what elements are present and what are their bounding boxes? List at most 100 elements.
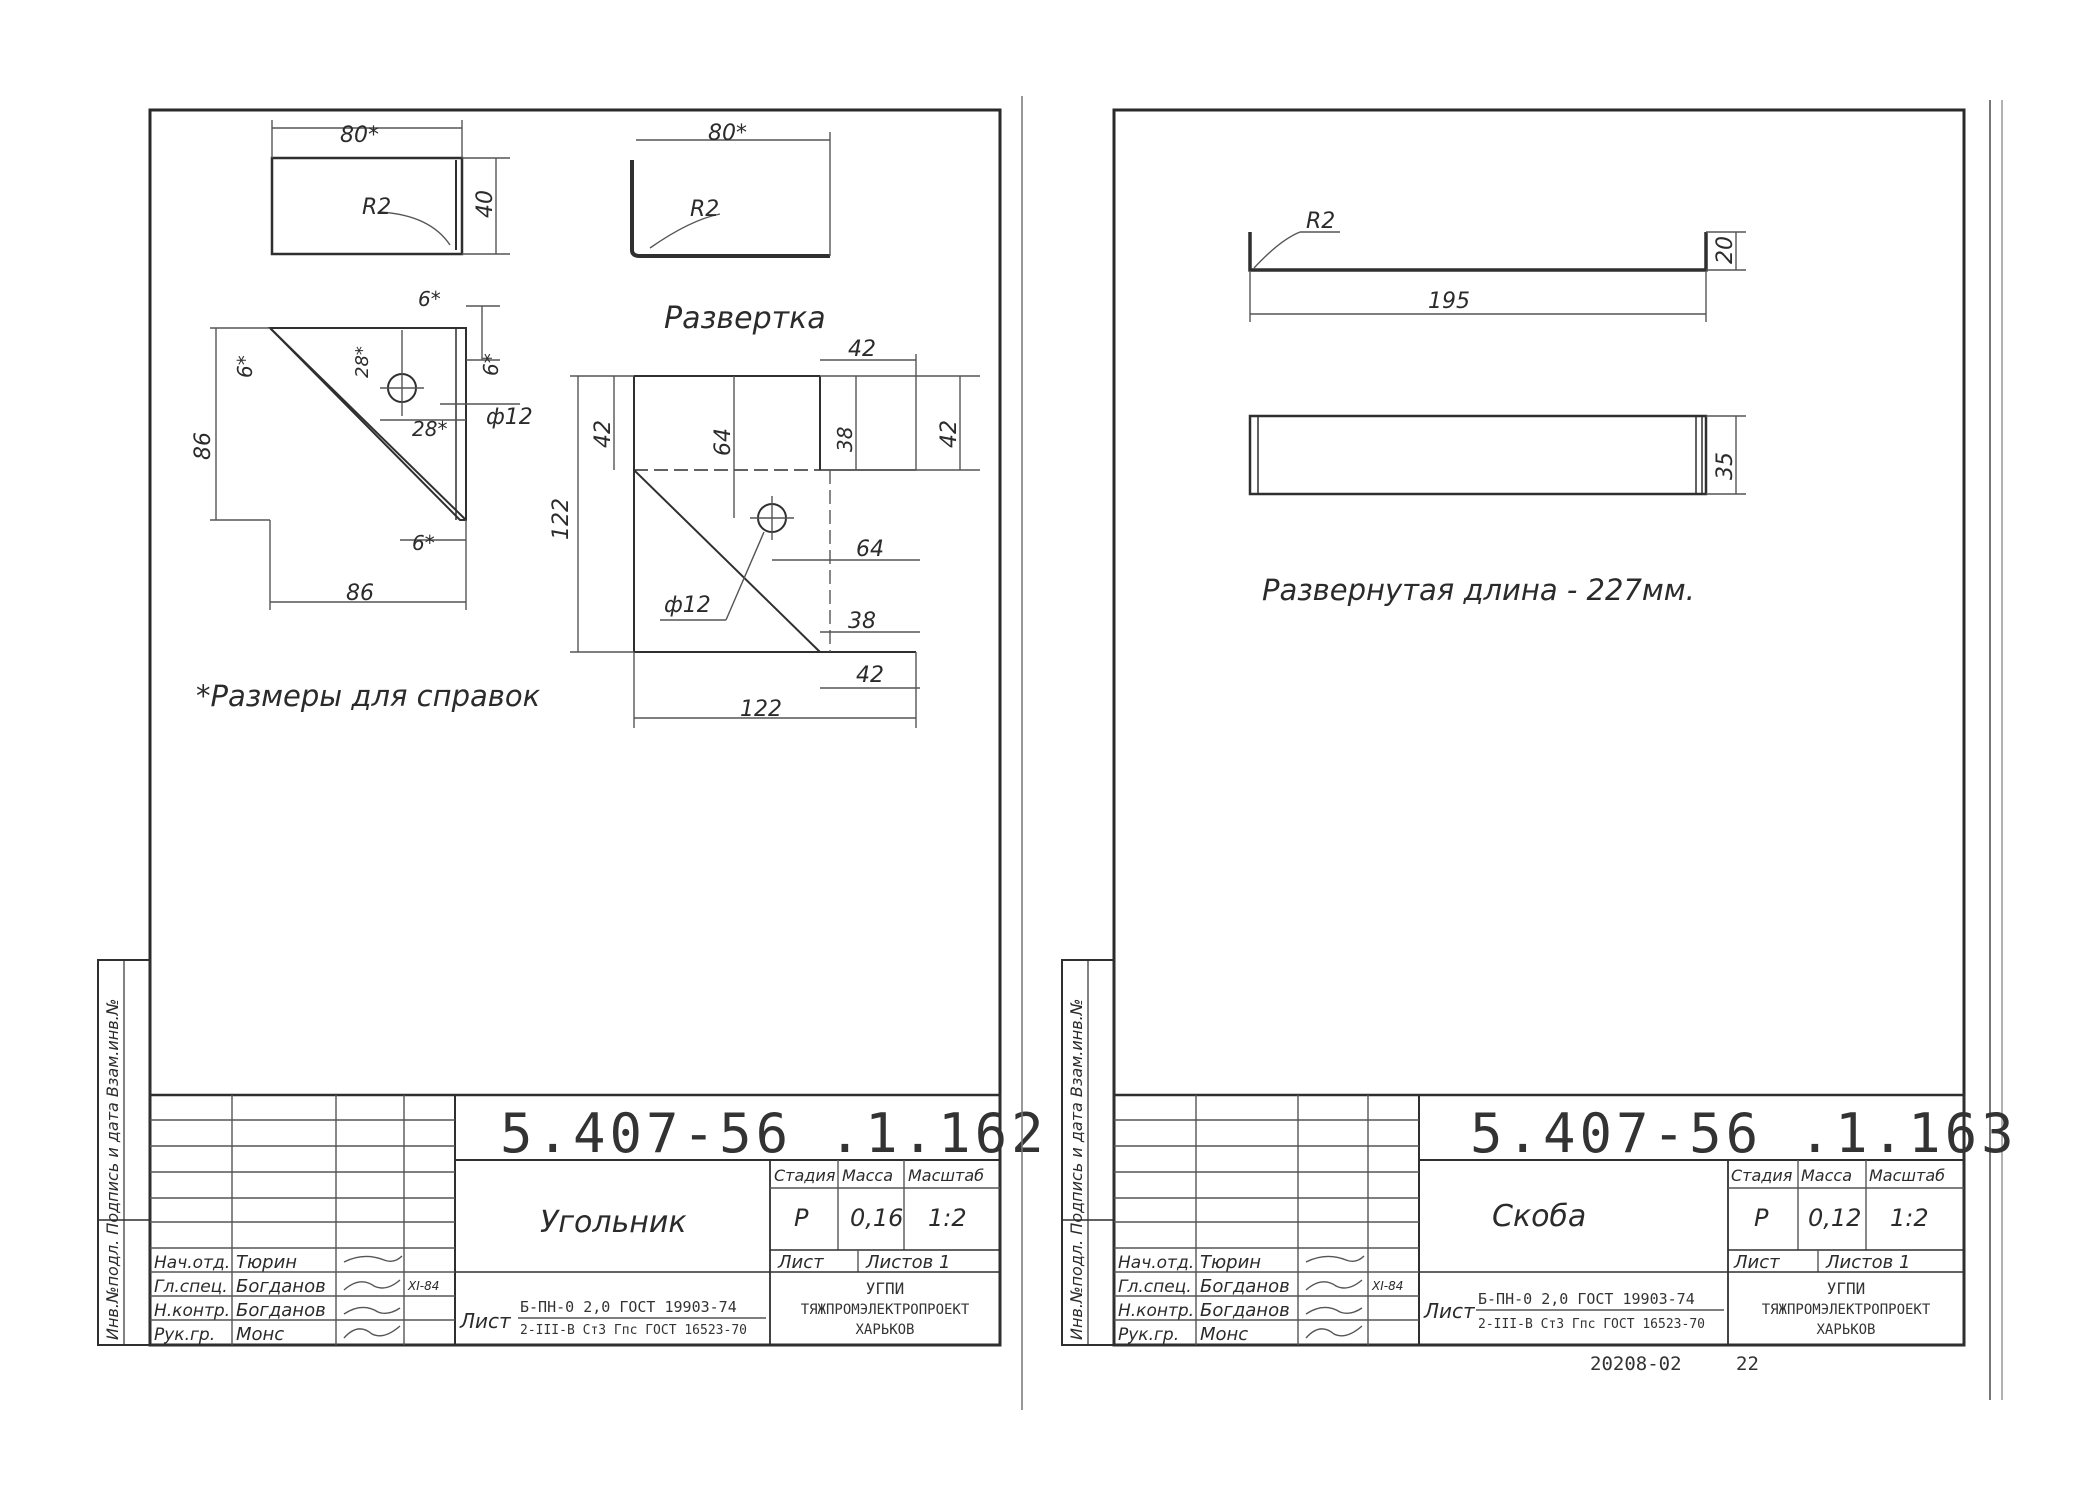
right-sheet-header: Лист	[1733, 1252, 1780, 1273]
left-role-3: Н.контр.	[154, 1301, 230, 1321]
bracket-side-view: R2 195 20	[1248, 209, 1746, 322]
left-sheets-header: Листов 1	[865, 1252, 950, 1273]
right-signature-1	[1305, 1255, 1365, 1263]
left-material-top: Б-ПН-0 2,0 ГОСТ 19903-74	[520, 1298, 737, 1316]
dev-dim-top-42: 42	[848, 337, 876, 362]
dim-gusset-6-bottom: 6*	[412, 531, 435, 555]
dim-gusset-6-left: 6*	[233, 355, 257, 378]
bracket-top-view: 35	[1248, 414, 1746, 496]
left-org-1: УГПИ	[866, 1279, 905, 1298]
dev-dim-38: 38	[833, 427, 857, 452]
right-drawing-sheet: Инв.№подл. Подпись и дата Взам.инв.№ R2 …	[1061, 100, 2018, 1400]
left-scale-header: Масштаб	[908, 1166, 984, 1185]
dev-dim-bottom-42: 42	[856, 663, 884, 688]
left-signature-2	[343, 1279, 401, 1291]
left-side-label: Инв.№подл. Подпись и дата Взам.инв.№	[103, 999, 122, 1340]
left-mass-header: Масса	[842, 1166, 893, 1185]
left-org-2: ТЯЖПРОМЭЛЕКТРОПРОЕКТ	[801, 1302, 970, 1318]
right-date: XI-84	[1371, 1279, 1403, 1293]
right-signature-3	[1305, 1306, 1363, 1315]
right-stage-header: Стадия	[1731, 1166, 1793, 1185]
right-role-3: Н.контр.	[1118, 1301, 1194, 1321]
right-document-code: 5.407-56 .1.163	[1470, 1102, 2018, 1165]
dim-top-width: 80*	[340, 123, 379, 148]
development-title: Развертка	[664, 301, 826, 336]
right-name-3: Богданов	[1200, 1300, 1290, 1321]
right-org-3: ХАРЬКОВ	[1816, 1322, 1875, 1338]
dev-dim-hole: ф12	[664, 593, 711, 618]
left-name-3: Богданов	[236, 1300, 326, 1321]
right-material-bottom: 2-III-В Ст3 Гпс ГОСТ 16523-70	[1478, 1317, 1705, 1332]
dev-dim-right-42: 42	[937, 420, 962, 448]
left-signature-3	[343, 1306, 401, 1315]
right-role-4: Рук.гр.	[1118, 1325, 1179, 1345]
right-org-1: УГПИ	[1827, 1279, 1866, 1298]
right-material-top: Б-ПН-0 2,0 ГОСТ 19903-74	[1478, 1290, 1695, 1308]
left-org-3: ХАРЬКОВ	[855, 1322, 914, 1338]
left-material-bottom: 2-III-В Ст3 Гпс ГОСТ 16523-70	[520, 1323, 747, 1338]
dim-gusset-6-right: 6*	[479, 353, 503, 376]
bracket-height: 20	[1713, 236, 1738, 264]
dev-dim-left-42: 42	[591, 420, 616, 448]
dev-dim-height-122: 122	[549, 498, 574, 540]
dim-gusset-28-vertical: 28*	[352, 346, 373, 378]
left-drawing-sheet: Инв.№подл. Подпись и дата Взам.инв.№ 80*…	[97, 108, 1048, 1347]
dim-top-height: 40	[473, 190, 498, 218]
left-signature-1	[343, 1255, 403, 1263]
dim-gusset-6-top: 6*	[418, 287, 441, 311]
left-role-4: Рук.гр.	[154, 1325, 215, 1345]
left-role-1: Нач.отд.	[154, 1253, 230, 1273]
right-part-name: Скоба	[1492, 1199, 1586, 1234]
archive-number: 20208-02	[1590, 1353, 1682, 1375]
right-mass-header: Масса	[1801, 1166, 1852, 1185]
bracket-width: 35	[1713, 452, 1738, 480]
left-material-label: Лист	[459, 1309, 512, 1333]
left-top-view: 80* 40 R2	[270, 120, 510, 256]
left-gusset-view: 86 86 6* 6* 6* 6* 28* 28* ф12	[191, 287, 533, 610]
development-view: 42 42 64 38 42 122 64 38 42 122 ф12	[549, 337, 980, 728]
dev-dim-right-38: 38	[848, 609, 876, 634]
left-role-2: Гл.спец.	[154, 1277, 228, 1297]
left-name-4: Монс	[236, 1324, 284, 1345]
right-org-2: ТЯЖПРОМЭЛЕКТРОПРОЕКТ	[1762, 1302, 1931, 1318]
left-part-name: Угольник	[540, 1205, 686, 1240]
left-scale-value: 1:2	[928, 1204, 967, 1232]
reference-note: *Размеры для справок	[196, 679, 541, 713]
dim-gusset-width: 86	[346, 581, 374, 606]
right-scale-value: 1:2	[1890, 1204, 1929, 1232]
right-role-1: Нач.отд.	[1118, 1253, 1194, 1273]
right-scale-header: Масштаб	[1869, 1166, 1945, 1185]
dim-side-radius: R2	[690, 197, 719, 222]
right-material-label: Лист	[1423, 1299, 1476, 1323]
left-name-2: Богданов	[236, 1276, 326, 1297]
dim-gusset-hole: ф12	[486, 405, 533, 430]
right-title-block: 5.407-56 .1.163 Скоба Стадия Масса Масшт…	[1112, 1093, 2018, 1347]
right-name-4: Монс	[1200, 1324, 1248, 1345]
left-sheet-header: Лист	[777, 1252, 824, 1273]
left-signature-4	[343, 1325, 401, 1339]
dev-dim-right-64: 64	[856, 537, 884, 562]
right-signature-4	[1305, 1325, 1363, 1339]
developed-length-note: Развернутая длина - 227мм.	[1262, 573, 1695, 607]
bracket-length: 195	[1428, 289, 1470, 314]
dim-gusset-28-horizontal: 28*	[412, 417, 447, 441]
left-mass-value: 0,16	[850, 1204, 903, 1232]
left-stage-header: Стадия	[774, 1166, 836, 1185]
left-side-view: 80* R2	[630, 121, 831, 258]
dev-dim-width-122: 122	[740, 697, 782, 722]
left-title-block: 5.407-56 .1.162 Угольник Стадия Масса Ма…	[148, 1093, 1048, 1347]
dev-dim-64: 64	[711, 428, 736, 456]
right-role-2: Гл.спец.	[1118, 1277, 1192, 1297]
left-name-1: Тюрин	[236, 1252, 297, 1273]
right-name-2: Богданов	[1200, 1276, 1290, 1297]
right-name-1: Тюрин	[1200, 1252, 1261, 1273]
bracket-radius: R2	[1306, 209, 1335, 234]
dim-top-radius: R2	[362, 195, 391, 220]
left-document-code: 5.407-56 .1.162	[500, 1102, 1048, 1165]
right-side-label: Инв.№подл. Подпись и дата Взам.инв.№	[1067, 999, 1086, 1340]
right-stage-value: Р	[1754, 1204, 1769, 1232]
right-signature-2	[1305, 1279, 1363, 1291]
dim-side-width: 80*	[708, 121, 747, 146]
left-date: XI-84	[407, 1279, 439, 1293]
